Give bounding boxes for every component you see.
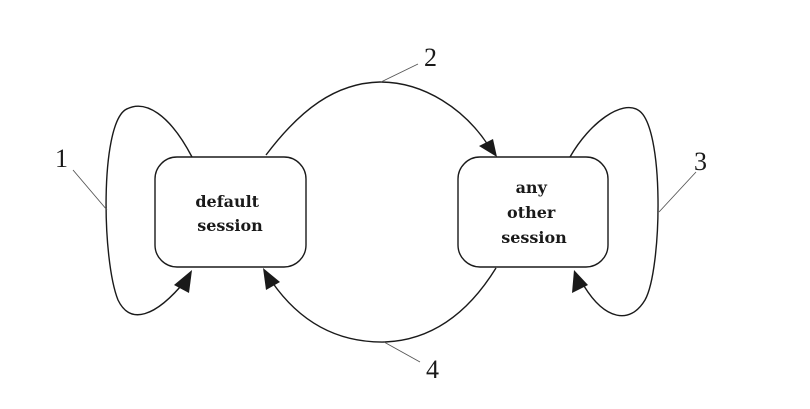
default-session-label-line-2: session [197, 216, 263, 235]
callout-leader-1 [72, 169, 108, 211]
transition-other-to-default [271, 267, 497, 343]
self-loop-default-session [105, 105, 193, 316]
arrowhead-to-other-session [479, 139, 497, 157]
default-session-label-line-1: default [195, 192, 259, 211]
callout-4: 4 [426, 355, 439, 384]
default-session-node [154, 156, 307, 268]
other-session-label-line-2: other [507, 203, 556, 222]
self-loop-other-session [569, 106, 659, 317]
callout-3: 3 [694, 147, 707, 176]
default-session-label: default session [195, 192, 264, 235]
other-session-label: any other session [501, 178, 567, 247]
callout-2: 2 [424, 43, 437, 72]
transition-default-to-other [265, 81, 489, 156]
callout-leader-2 [380, 63, 419, 83]
callout-leader-4 [383, 341, 421, 363]
other-session-label-line-3: session [501, 228, 567, 247]
callout-leader-3 [658, 171, 697, 213]
arrowhead-loop-other [572, 270, 588, 293]
callout-1: 1 [55, 144, 68, 173]
arrowhead-to-default-session [263, 268, 280, 290]
arrowhead-loop-default [174, 270, 192, 293]
other-session-label-line-1: any [516, 178, 548, 197]
other-session-node [457, 156, 609, 268]
